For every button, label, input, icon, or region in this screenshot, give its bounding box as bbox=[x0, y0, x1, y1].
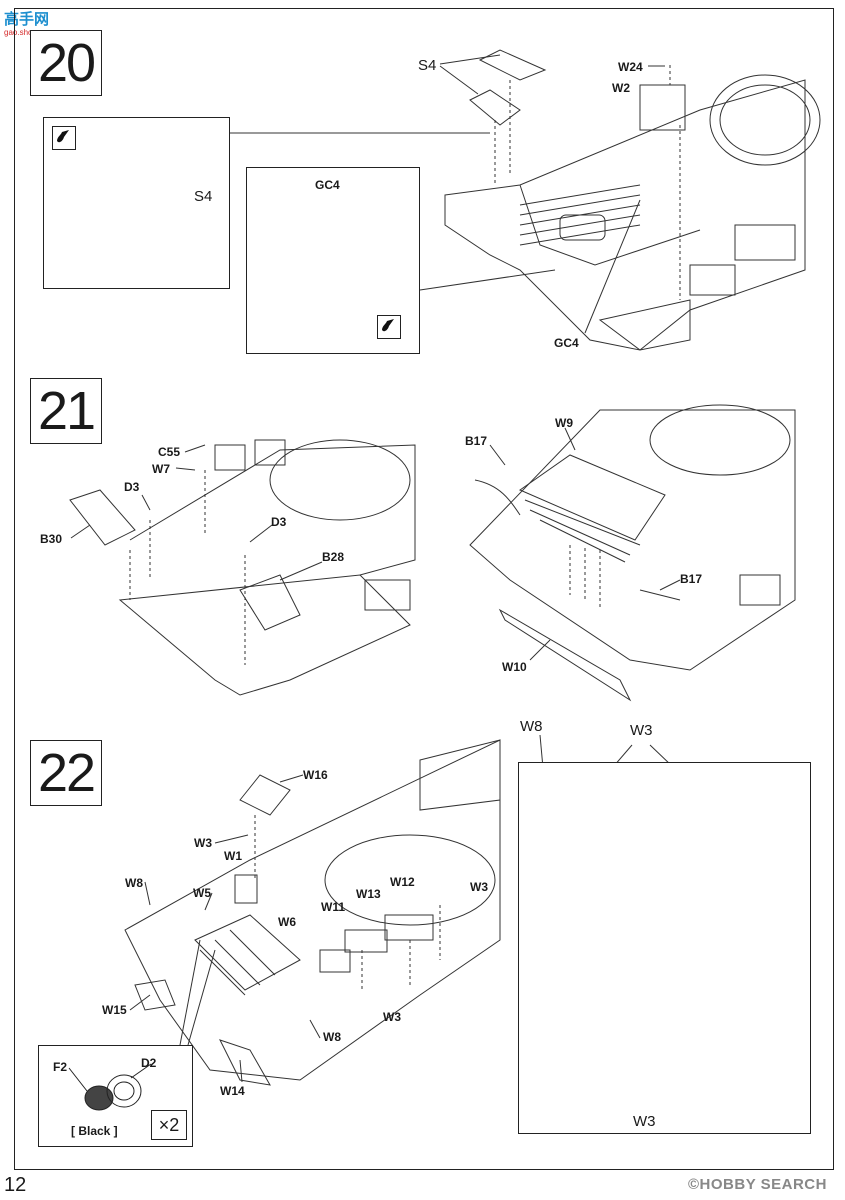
step21-right-drawing bbox=[469, 404, 796, 702]
part-label-w11: W11 bbox=[321, 900, 346, 914]
step20-hull-drawing bbox=[444, 49, 821, 351]
part-label-b17: B17 bbox=[680, 572, 703, 586]
part-label-d2: D2 bbox=[141, 1056, 157, 1070]
watermark-url: gao.shou.com bbox=[4, 28, 54, 37]
page-number: 12 bbox=[4, 1174, 27, 1196]
part-label-b28: B28 bbox=[322, 550, 345, 564]
quantity-x2: ×2 bbox=[151, 1110, 187, 1140]
part-label-w2: W2 bbox=[612, 81, 630, 95]
glue-icon bbox=[52, 126, 76, 150]
part-label-w24: W24 bbox=[618, 60, 643, 74]
part-label-w8: W8 bbox=[125, 876, 143, 890]
part-label-w8-inset: W8 bbox=[520, 718, 543, 735]
part-label-d3: D3 bbox=[124, 480, 140, 494]
step20-leaders bbox=[230, 54, 665, 334]
step-number-21: 21 bbox=[30, 378, 102, 444]
paint-black-label: [ Black ] bbox=[71, 1124, 118, 1138]
part-label-w10: W10 bbox=[502, 660, 527, 674]
part-label-w15: W15 bbox=[102, 1003, 127, 1017]
part-label-d3: D3 bbox=[271, 515, 287, 529]
part-label-w6: W6 bbox=[278, 915, 296, 929]
step21-left-drawing bbox=[69, 439, 416, 696]
part-label-b30: B30 bbox=[40, 532, 63, 546]
watermark-hobbysearch: ©HOBBY SEARCH bbox=[688, 1176, 827, 1193]
part-label-gc4-inset: GC4 bbox=[315, 178, 340, 192]
watermark-logo: 高手网 bbox=[4, 11, 50, 28]
part-label-s4: S4 bbox=[418, 57, 437, 74]
f2-d2-detail-box: F2 D2 [ Black ] ×2 bbox=[38, 1045, 193, 1147]
step21-left-leaders bbox=[70, 444, 323, 581]
part-label-w3: W3 bbox=[194, 836, 212, 850]
step-number-20: 20 bbox=[30, 30, 102, 96]
part-label-w3: W3 bbox=[383, 1010, 401, 1024]
step20-detail-inset-gc4 bbox=[246, 167, 420, 354]
step22-top-view-inset bbox=[518, 762, 811, 1134]
page-frame bbox=[14, 8, 834, 1170]
glue-icon bbox=[377, 315, 401, 339]
step20-detail-inset-s4 bbox=[43, 117, 230, 289]
part-label-w9: W9 bbox=[555, 416, 573, 430]
part-label-c55: C55 bbox=[158, 445, 181, 459]
part-label-w3-inset-top: W3 bbox=[630, 722, 653, 739]
part-label-b17: B17 bbox=[465, 434, 488, 448]
step-number-22: 22 bbox=[30, 740, 102, 806]
part-label-f2: F2 bbox=[53, 1060, 68, 1074]
part-label-w1: W1 bbox=[224, 849, 242, 863]
part-label-w3: W3 bbox=[470, 880, 488, 894]
step20-guides bbox=[494, 65, 681, 300]
part-label-w8: W8 bbox=[323, 1030, 341, 1044]
part-label-w12: W12 bbox=[390, 875, 415, 889]
part-label-w13: W13 bbox=[356, 887, 381, 901]
part-label-w5: W5 bbox=[193, 886, 211, 900]
part-label-gc4: GC4 bbox=[554, 336, 579, 350]
step22-left-drawing bbox=[124, 739, 501, 1086]
part-label-w14: W14 bbox=[220, 1084, 245, 1098]
part-label-w3-inset-bottom: W3 bbox=[633, 1113, 656, 1130]
part-label-s4-inset: S4 bbox=[194, 188, 213, 205]
part-label-w7: W7 bbox=[152, 462, 170, 476]
part-label-w16: W16 bbox=[303, 768, 328, 782]
